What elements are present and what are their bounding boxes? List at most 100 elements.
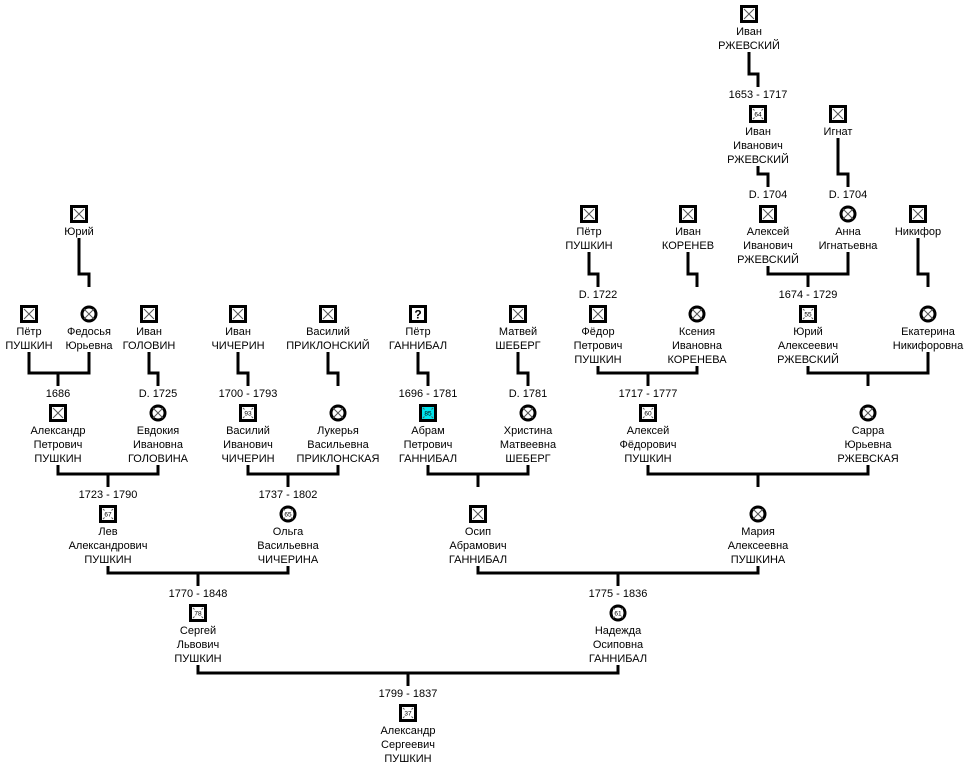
- female-person-icon[interactable]: 65: [279, 505, 297, 523]
- life-dates: D. 1781: [508, 388, 548, 400]
- svg-text:93: 93: [244, 411, 252, 418]
- male-person-icon[interactable]: [20, 305, 38, 323]
- name-line: Александр: [30, 425, 86, 437]
- male-person-icon[interactable]: 64: [749, 105, 767, 123]
- female-person-icon[interactable]: [749, 505, 767, 523]
- name-line: Львович: [176, 639, 220, 651]
- name-line: РЖЕВСКИЙ: [737, 254, 799, 266]
- male-person-icon[interactable]: [829, 105, 847, 123]
- life-dates: 1770 - 1848: [168, 588, 228, 600]
- name-line: Ивановна: [672, 340, 722, 352]
- name-line: ПРИКЛОНСКАЯ: [296, 453, 380, 465]
- male-person-icon[interactable]: 37: [399, 704, 417, 722]
- male-person-icon[interactable]: 67: [99, 505, 117, 523]
- name-line: ШЕБЕРГ: [495, 340, 541, 352]
- female-person-icon[interactable]: 61: [609, 604, 627, 622]
- name-line: Александрович: [68, 540, 148, 552]
- female-person-icon[interactable]: [688, 305, 706, 323]
- name-line: Екатерина: [901, 326, 955, 338]
- name-line: Петрович: [573, 340, 623, 352]
- female-person-icon[interactable]: [80, 305, 98, 323]
- name-line: Осиповна: [592, 639, 644, 651]
- life-dates: 1717 - 1777: [618, 388, 678, 400]
- person-name: Игнат: [773, 125, 903, 139]
- male-person-icon[interactable]: 93: [239, 404, 257, 422]
- male-person-icon[interactable]: [909, 205, 927, 223]
- male-person-icon[interactable]: 60: [639, 404, 657, 422]
- female-person-icon[interactable]: [329, 404, 347, 422]
- life-dates: 1653 - 1717: [728, 89, 788, 101]
- male-person-icon[interactable]: 78: [189, 604, 207, 622]
- female-person-icon[interactable]: [519, 404, 537, 422]
- unknown-person-icon[interactable]: ?: [409, 305, 427, 323]
- name-line: Алексей: [746, 226, 790, 238]
- life-dates: 1723 - 1790: [78, 489, 138, 501]
- male-person-icon[interactable]: [70, 205, 88, 223]
- male-person-icon[interactable]: [759, 205, 777, 223]
- female-person-icon[interactable]: [149, 404, 167, 422]
- name-line: Юрий: [793, 326, 823, 338]
- name-line: Петрович: [33, 439, 83, 451]
- name-line: Сарра: [851, 425, 885, 437]
- name-line: ПУШКИН: [565, 240, 613, 252]
- life-dates: D. 1722: [578, 289, 618, 301]
- male-person-icon[interactable]: 85: [419, 404, 437, 422]
- male-person-icon[interactable]: [140, 305, 158, 323]
- name-line: Иванович: [743, 240, 793, 252]
- svg-text:65: 65: [284, 512, 292, 519]
- svg-text:64: 64: [754, 112, 762, 119]
- name-line: Осип: [464, 526, 492, 538]
- male-person-icon[interactable]: 55: [799, 305, 817, 323]
- life-dates: 1799 - 1837: [378, 688, 438, 700]
- svg-text:67: 67: [104, 512, 112, 519]
- name-line: Надежда: [594, 625, 642, 637]
- name-line: Сергей: [179, 625, 217, 637]
- name-line: РЖЕВСКИЙ: [777, 354, 839, 366]
- female-person-icon[interactable]: [859, 404, 877, 422]
- male-person-icon[interactable]: [580, 205, 598, 223]
- name-line: Иванович: [223, 439, 273, 451]
- male-person-icon[interactable]: [740, 5, 758, 23]
- name-line: Пётр: [576, 226, 602, 238]
- female-person-icon[interactable]: [839, 205, 857, 223]
- name-line: ПУШКИН: [84, 554, 132, 566]
- life-dates: D. 1725: [138, 388, 178, 400]
- name-line: КОРЕНЕВА: [667, 354, 727, 366]
- male-person-icon[interactable]: [49, 404, 67, 422]
- name-line: ПУШКИН: [174, 653, 222, 665]
- name-line: Юрьевна: [65, 340, 113, 352]
- name-line: Юрий: [64, 226, 94, 238]
- name-line: ГОЛОВИН: [122, 340, 176, 352]
- name-line: ГАННИБАЛ: [588, 653, 648, 665]
- name-line: РЖЕВСКИЙ: [727, 154, 789, 166]
- name-line: Никифоровна: [892, 340, 964, 352]
- male-person-icon[interactable]: [229, 305, 247, 323]
- name-line: Иван: [745, 126, 771, 138]
- male-person-icon[interactable]: [509, 305, 527, 323]
- male-person-icon[interactable]: [469, 505, 487, 523]
- male-person-icon[interactable]: [319, 305, 337, 323]
- male-person-icon[interactable]: [679, 205, 697, 223]
- female-person-icon[interactable]: [919, 305, 937, 323]
- name-line: Иван: [225, 326, 251, 338]
- name-line: ЧИЧЕРИН: [221, 453, 275, 465]
- male-person-icon[interactable]: [589, 305, 607, 323]
